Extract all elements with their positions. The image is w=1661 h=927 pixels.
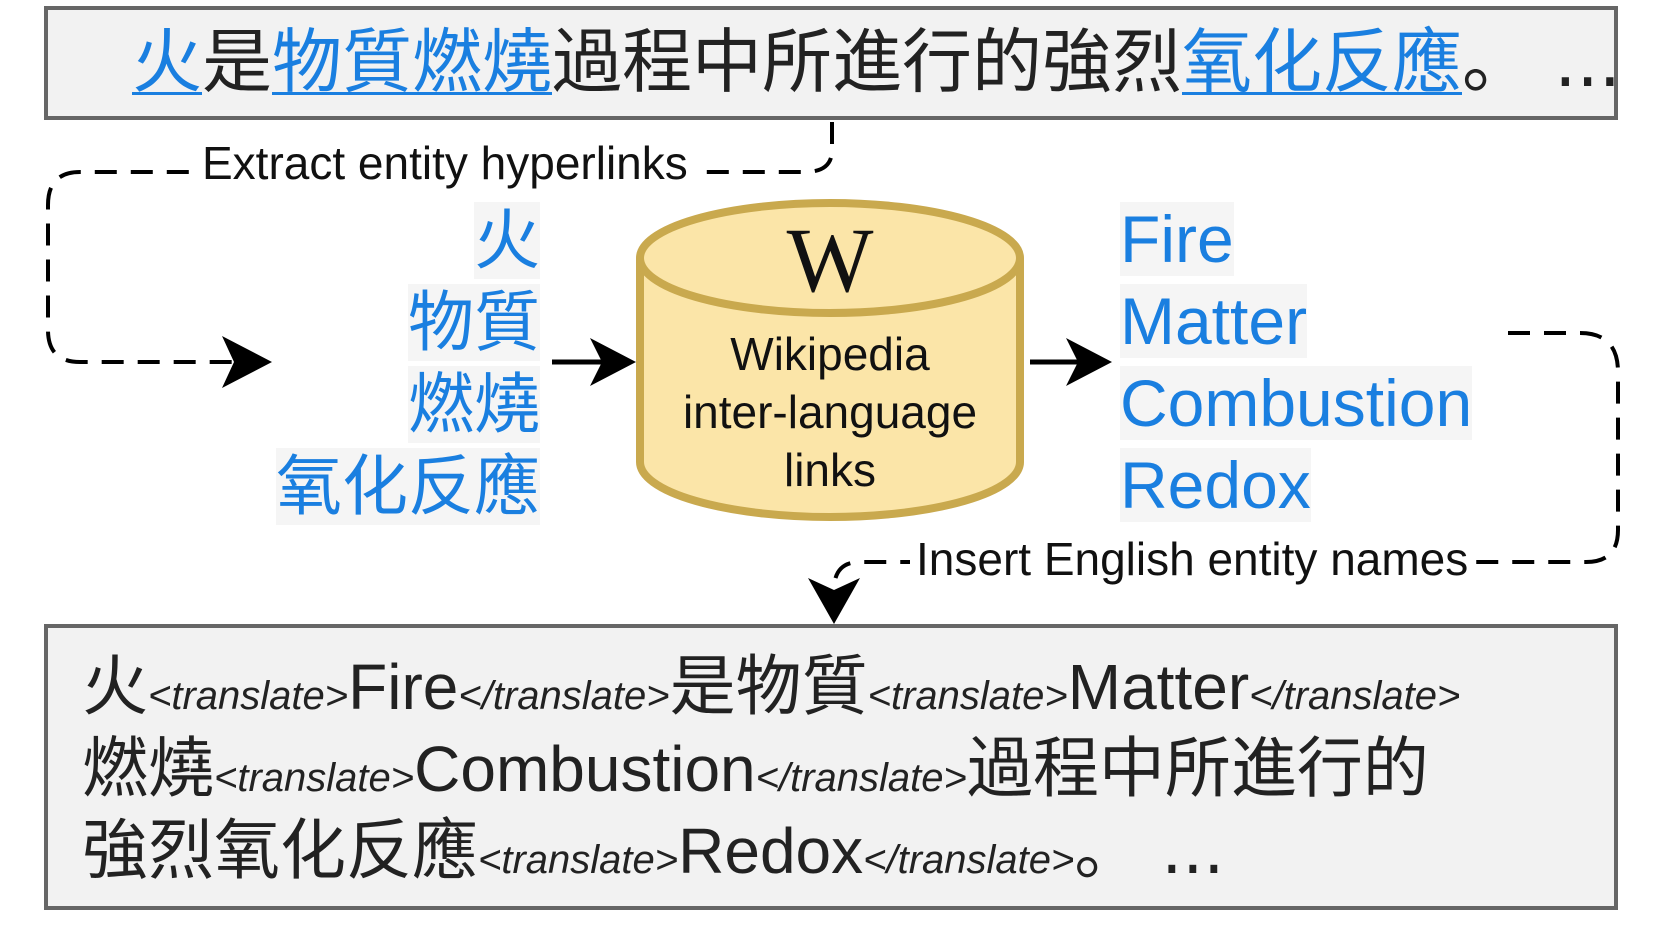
translate-tag: </translate> [1249, 674, 1461, 718]
database-caption-line: inter-language [682, 386, 978, 438]
database-caption-line: Wikipedia [730, 328, 930, 380]
extract-arrowhead [222, 336, 272, 388]
translate-tag: </translate> [755, 756, 967, 800]
insert-dashed-arrow [832, 331, 1620, 600]
output-line: 燃燒<translate>Combustion</translate>過程中所進… [82, 728, 1614, 810]
translate-tag: <translate> [867, 674, 1068, 718]
en-entity-list: Fire Matter Combustion Redox [1120, 198, 1473, 526]
zh-entity: 物質 [408, 284, 540, 361]
english-entity: Combustion [414, 733, 756, 805]
translate-tag: <translate> [214, 756, 415, 800]
insert-label: Insert English entity names [910, 532, 1475, 586]
wikipedia-logo-icon: W [786, 209, 874, 311]
extract-dashed-arrow [46, 122, 834, 364]
translate-tag: </translate> [458, 674, 670, 718]
zh-entity: 火 [474, 202, 540, 279]
sentence-text: 是 [202, 21, 272, 103]
translate-tag: </translate> [863, 838, 1075, 882]
zh-to-db-arrowhead [590, 338, 636, 386]
chinese-text: 燃燒 [82, 730, 214, 807]
chinese-text: 強烈氧化反應 [82, 812, 478, 889]
db-to-en-arrowhead [1066, 338, 1112, 386]
database-caption-line: links [783, 444, 877, 496]
zh-entity: 燃燒 [408, 366, 540, 443]
sentence-text: 。 ... [1462, 21, 1622, 103]
translate-tag: <translate> [148, 674, 349, 718]
english-entity: Redox [678, 815, 864, 887]
en-entity: Fire [1120, 202, 1234, 276]
en-entity: Redox [1120, 448, 1311, 522]
entity-hyperlink[interactable]: 火 [132, 21, 202, 103]
english-entity: Fire [348, 651, 459, 723]
entity-hyperlink[interactable]: 氧化反應 [1182, 21, 1462, 103]
output-line: 火<translate>Fire</translate>是物質<translat… [82, 646, 1614, 728]
insert-arrowhead [808, 578, 860, 624]
zh-entity-list: 火 物質 燃燒 氧化反應 [276, 200, 540, 528]
chinese-text: 是物質 [669, 648, 868, 725]
output-sentence-box: 火<translate>Fire</translate>是物質<translat… [44, 624, 1618, 910]
chinese-text: 火 [82, 648, 148, 725]
source-sentence-box: 火是物質燃燒過程中所進行的強烈氧化反應。 ... [44, 6, 1622, 120]
sentence-text: 過程中所進行的強烈 [552, 21, 1182, 103]
output-line: 強烈氧化反應<translate>Redox</translate>。 ... [82, 810, 1614, 892]
entity-hyperlink[interactable]: 物質燃燒 [272, 21, 552, 103]
database-caption: Wikipedia inter-language links [640, 325, 1020, 499]
english-entity: Matter [1067, 651, 1250, 723]
translate-tag: <translate> [478, 838, 679, 882]
zh-entity: 氧化反應 [276, 448, 540, 525]
en-entity: Matter [1120, 284, 1308, 358]
database-cylinder [636, 199, 1024, 521]
extract-label: Extract entity hyperlinks [196, 136, 694, 190]
chinese-text: 過程中所進行的 [966, 730, 1429, 807]
en-entity: Combustion [1120, 366, 1473, 440]
chinese-text: 。 ... [1074, 812, 1225, 889]
